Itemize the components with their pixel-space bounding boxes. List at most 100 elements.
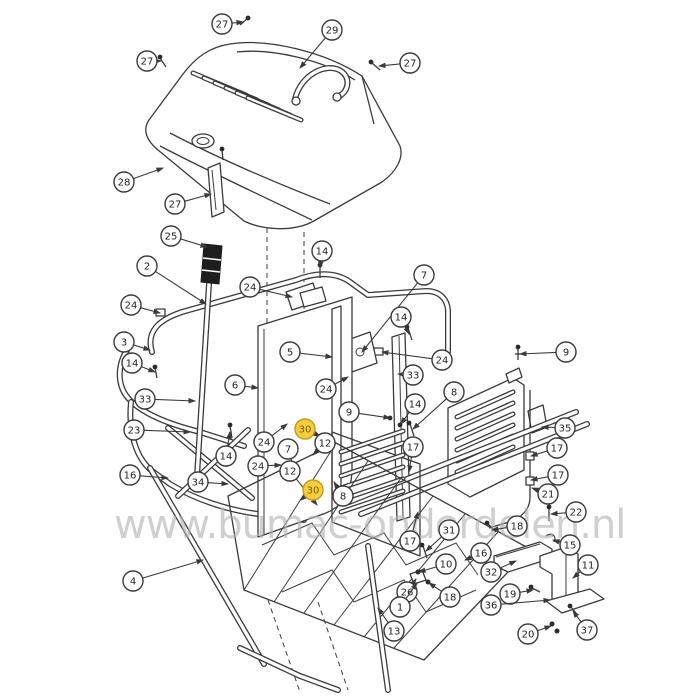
leader-line-22 [549,510,567,517]
hood-part [145,15,402,230]
leader-line-27 [377,62,401,69]
callout-37: 37 [576,619,598,641]
svg-text:1: 1 [397,603,403,614]
svg-text:24: 24 [252,462,265,473]
svg-text:17: 17 [551,444,564,455]
callout-27: 27 [399,52,421,74]
leader-line-9 [358,412,392,420]
leader-line-6 [244,384,260,390]
callout-35: 35 [554,417,576,439]
leader-line-9 [518,350,557,357]
leader-line-17 [407,456,413,474]
svg-text:24: 24 [258,438,271,449]
leader-line-5 [299,352,334,359]
leader-line-17 [529,450,548,457]
svg-text:28: 28 [118,178,131,189]
callout-24: 24 [247,455,269,477]
callout-30-highlighted: 30 [302,479,324,501]
svg-text:24: 24 [320,385,333,396]
svg-text:31: 31 [443,526,456,537]
leader-line-37 [572,610,582,623]
leader-line-14 [318,260,324,270]
svg-text:17: 17 [404,537,417,548]
svg-text:4: 4 [130,577,136,588]
svg-text:17: 17 [552,471,565,482]
callout-16: 16 [119,464,141,486]
callout-9: 9 [555,341,577,363]
svg-text:27: 27 [404,59,417,70]
svg-text:16: 16 [475,549,488,560]
callout-15: 15 [559,534,581,556]
leader-line-16 [463,554,473,561]
svg-text:14: 14 [316,247,329,258]
leader-line-18 [490,526,508,532]
leader-line-14 [403,325,410,335]
svg-text:23: 23 [128,426,141,437]
svg-text:15: 15 [564,541,577,552]
leader-line-4 [142,559,205,579]
callout-14: 14 [404,393,426,415]
callout-33: 33 [402,364,424,386]
leader-line-11 [572,571,581,579]
svg-text:8: 8 [340,492,346,503]
svg-text:5: 5 [287,348,293,359]
svg-text:2: 2 [144,262,150,273]
svg-text:34: 34 [192,478,205,489]
bracket-cluster [409,504,605,634]
svg-text:14: 14 [220,452,233,463]
leader-line-34 [207,480,230,487]
callout-25: 25 [160,225,182,247]
leader-line-8 [412,398,447,430]
leader-line-31 [425,536,442,552]
callout-27: 27 [136,50,158,72]
leader-line-1 [405,582,418,600]
callout-19: 19 [499,583,521,605]
svg-text:12: 12 [284,467,297,478]
svg-text:16: 16 [124,471,137,482]
callout-21: 21 [537,483,559,505]
leader-line-24 [334,376,349,385]
leader-line-17 [412,510,419,532]
handle-grip [200,243,223,285]
leader-line-24 [267,462,283,469]
leader-line-10 [417,566,437,573]
callout-29: 29 [321,19,343,41]
callout-24: 24 [120,294,142,316]
svg-text:29: 29 [326,26,339,37]
callout-17: 17 [547,464,569,486]
svg-text:33: 33 [407,371,420,382]
fuel-cap [191,133,215,149]
leader-line-3 [133,344,152,351]
callout-24: 24 [239,276,261,298]
callout-23: 23 [123,419,145,441]
callout-17: 17 [399,530,421,552]
leader-line-14 [141,366,157,373]
leader-line-15 [551,539,561,545]
callout-3: 3 [113,331,135,353]
chute-rod [365,543,391,693]
svg-text:25: 25 [165,232,178,243]
svg-text:17: 17 [407,443,420,454]
callout-24: 24 [315,378,337,400]
callout-8: 8 [443,381,465,403]
callout-6: 6 [224,374,246,396]
leader-line-26 [409,578,417,586]
callout-17: 17 [546,437,568,459]
callout-7: 7 [277,438,299,460]
hood-support-strip [207,162,225,218]
leader-line-20 [537,625,553,632]
svg-text:18: 18 [511,522,524,533]
callout-34: 34 [187,471,209,493]
svg-text:36: 36 [485,601,498,612]
svg-text:37: 37 [581,626,594,637]
svg-text:27: 27 [169,200,182,211]
callout-22: 22 [565,501,587,523]
leader-line-7 [361,282,419,353]
callout-31: 31 [438,519,460,541]
svg-text:18: 18 [444,593,457,604]
callout-28: 28 [113,171,135,193]
leader-line-24 [380,350,433,360]
svg-text:19: 19 [504,590,517,601]
